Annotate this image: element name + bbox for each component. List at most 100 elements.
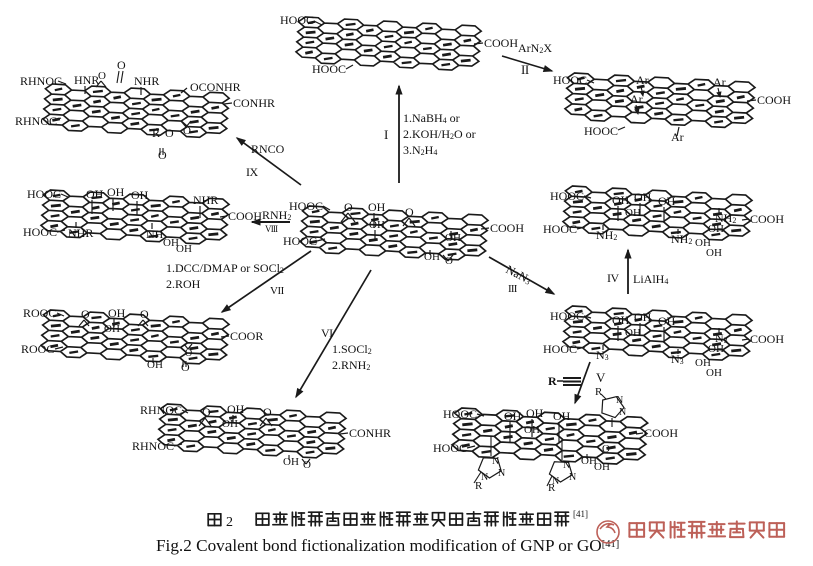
svg-text:HOOC: HOOC [553, 73, 587, 87]
svg-text:O: O [98, 70, 106, 82]
svg-text:COOH: COOH [228, 209, 262, 223]
svg-text:COOR: COOR [230, 329, 263, 343]
svg-text:V: V [596, 370, 606, 385]
svg-text:OH: OH [695, 237, 711, 249]
svg-text:R: R [475, 480, 483, 492]
svg-text:CONHR: CONHR [233, 96, 275, 110]
svg-text:OH: OH [163, 237, 179, 249]
svg-text:O: O [445, 255, 453, 267]
svg-text:COOH: COOH [490, 221, 524, 235]
svg-text:HOOC: HOOC [443, 407, 477, 421]
svg-text:N: N [619, 407, 626, 418]
svg-text:OH: OH [708, 343, 724, 355]
svg-text:NH: NH [146, 227, 164, 241]
svg-text:OH: OH [104, 323, 120, 335]
svg-text:HOOC: HOOC [550, 309, 584, 323]
svg-text:OH: OH [612, 193, 630, 207]
svg-text:OH: OH [147, 359, 163, 371]
svg-text:II: II [521, 62, 529, 77]
svg-text:HOOC: HOOC [27, 187, 61, 201]
svg-text:OH: OH [658, 194, 676, 208]
svg-text:N: N [569, 472, 576, 483]
svg-text:1.SOCl2: 1.SOCl2 [332, 342, 372, 356]
svg-text:N: N [498, 468, 505, 479]
svg-text:R: R [595, 386, 603, 398]
svg-text:2.RNH2: 2.RNH2 [332, 358, 370, 372]
svg-text:OH: OH [634, 190, 652, 204]
svg-text:OH: OH [86, 187, 104, 201]
svg-text:OH: OH [424, 251, 440, 263]
svg-text:OH: OH [222, 418, 238, 430]
svg-text:O: O [140, 307, 149, 321]
svg-text:NHR: NHR [134, 74, 159, 88]
svg-text:ROOC: ROOC [23, 306, 56, 320]
svg-text:OH: OH [368, 200, 386, 214]
svg-text:OH: OH [227, 402, 245, 416]
svg-text:HOOC: HOOC [283, 234, 317, 248]
svg-text:RNCO: RNCO [251, 142, 285, 156]
svg-text:IX: IX [246, 165, 258, 179]
svg-text:O: O [303, 459, 311, 471]
svg-text:VIII: VIII [265, 224, 278, 234]
svg-text:OH: OH [625, 207, 641, 219]
svg-text:OH: OH [524, 424, 540, 436]
svg-text:ArN2X: ArN2X [518, 41, 552, 55]
svg-text:OH: OH [625, 327, 641, 339]
svg-text:[41]: [41] [573, 509, 588, 519]
svg-text:OH: OH [107, 185, 125, 199]
svg-text:OH: OH [108, 306, 126, 320]
svg-text:O: O [263, 405, 272, 419]
svg-text:O: O [344, 200, 353, 214]
svg-text:2.KOH/H2O or: 2.KOH/H2O or [403, 127, 476, 141]
svg-text:2.ROH: 2.ROH [166, 277, 201, 291]
svg-text:O: O [165, 126, 174, 140]
svg-text:O: O [117, 58, 126, 72]
svg-text:COOH: COOH [484, 36, 518, 50]
svg-text:Ar: Ar [671, 130, 684, 144]
svg-text:HOOC: HOOC [433, 441, 467, 455]
svg-text:VII: VII [270, 285, 285, 297]
svg-text:OH: OH [658, 314, 676, 328]
svg-text:OH: OH [708, 223, 724, 235]
svg-text:COOH: COOH [750, 332, 784, 346]
svg-text:COOH: COOH [644, 426, 678, 440]
svg-text:ROOC: ROOC [21, 342, 54, 356]
svg-text:OH: OH [504, 409, 522, 423]
svg-text:R: R [152, 126, 160, 140]
svg-text:HOOC: HOOC [543, 342, 577, 356]
svg-text:CONHR: CONHR [349, 426, 391, 440]
svg-text:OH: OH [581, 455, 597, 467]
svg-text:HOOC: HOOC [584, 124, 618, 138]
svg-text:3.N2H4: 3.N2H4 [403, 143, 437, 157]
svg-text:RHNOC: RHNOC [132, 439, 174, 453]
svg-text:LiAlH4: LiAlH4 [633, 272, 668, 286]
svg-text:OH: OH [612, 313, 630, 327]
svg-text:OH: OH [706, 367, 722, 379]
svg-text:OH: OH [706, 247, 722, 259]
svg-text:O: O [202, 405, 211, 419]
svg-text:1.DCC/DMAP or SOCl2: 1.DCC/DMAP or SOCl2 [166, 261, 284, 275]
svg-text:OH: OH [553, 409, 571, 423]
svg-text:O: O [602, 443, 610, 455]
svg-text:I: I [384, 127, 388, 142]
svg-text:NH2: NH2 [671, 232, 692, 246]
svg-text:N: N [616, 395, 623, 406]
svg-text:Ar: Ar [630, 92, 643, 106]
svg-text:OH: OH [176, 243, 192, 255]
svg-text:O: O [183, 125, 191, 137]
svg-text:NHR: NHR [68, 226, 93, 240]
svg-text:R: R [548, 374, 557, 388]
svg-text:2: 2 [226, 515, 233, 530]
svg-text:O: O [185, 348, 192, 359]
svg-text:O: O [405, 205, 414, 219]
svg-text:OH: OH [283, 456, 299, 468]
svg-text:N: N [563, 460, 570, 471]
svg-text:COOH: COOH [757, 93, 791, 107]
svg-text:HOOC: HOOC [23, 225, 57, 239]
svg-text:IV: IV [607, 271, 619, 285]
svg-text:NH2: NH2 [715, 211, 736, 225]
svg-text:N: N [552, 476, 559, 487]
svg-text:OH: OH [369, 219, 385, 231]
svg-text:III: III [508, 283, 518, 295]
svg-text:OH: OH [695, 357, 711, 369]
